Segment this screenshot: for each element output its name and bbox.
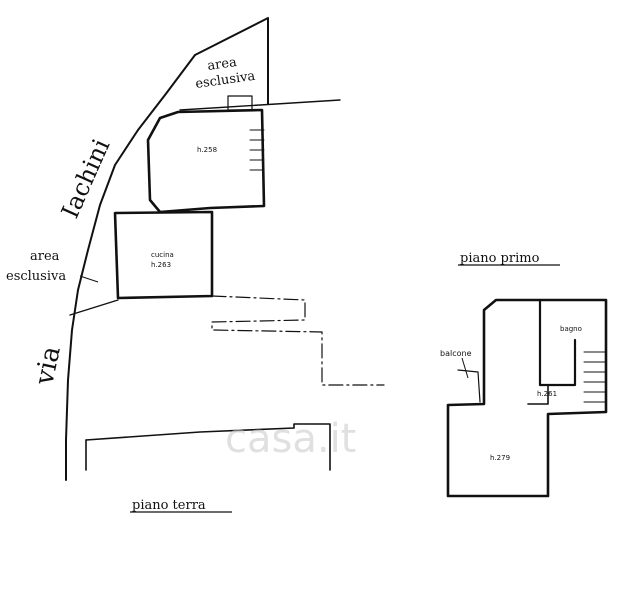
exclusive-area-top-boundary [194, 17, 269, 105]
leader-balcone [461, 357, 469, 379]
label-iachini: Iachini [56, 134, 116, 222]
street-line [65, 54, 196, 481]
label-room-h263: h.263 [151, 261, 171, 269]
label-via: via [29, 344, 67, 389]
balcone-outline [457, 369, 481, 403]
courtyard-boundary [211, 295, 385, 386]
label-room-h261: h.261 [537, 390, 557, 398]
stairs-ground [249, 129, 265, 171]
label-area-top-1: area [206, 55, 237, 74]
label-bagno: bagno [560, 325, 582, 333]
stairs-first [583, 351, 607, 403]
label-room-h258: h.258 [197, 146, 217, 154]
label-room-h279: h.279 [490, 454, 510, 462]
label-area-top-2: esclusiva [194, 69, 256, 92]
first-floor-outline [446, 298, 608, 498]
exclusive-area-top-edge [179, 99, 341, 111]
entrance-step [227, 95, 253, 111]
label-piano-primo: piano primo [460, 251, 540, 266]
label-balcone: balcone [440, 349, 472, 358]
exclusive-area-left-edge [69, 299, 119, 316]
label-piano-terra: piano terra [132, 498, 206, 513]
watermark-text: casa.it [225, 416, 356, 462]
first-floor-inner-wall [527, 384, 549, 405]
bagno-wall [538, 298, 577, 387]
room-h258-walls [146, 108, 266, 214]
courtyard-lower-boundary [85, 423, 331, 471]
leader-area-left [79, 275, 99, 283]
label-area-left-1: area [30, 249, 60, 264]
label-area-left-2: esclusiva [6, 269, 66, 284]
label-room-cucina: cucina [151, 251, 174, 259]
